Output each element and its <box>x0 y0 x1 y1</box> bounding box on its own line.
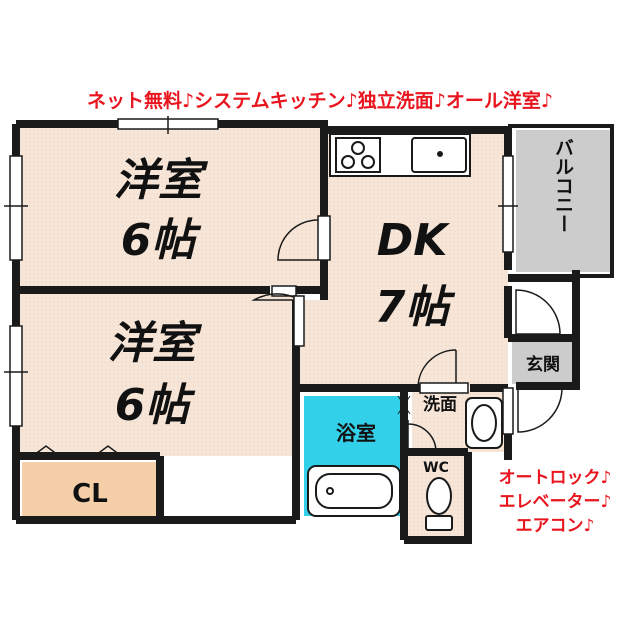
kitchen-counter <box>329 133 471 177</box>
balcony-floor <box>516 130 610 272</box>
bath-label: 浴室 <box>336 421 376 445</box>
stove-burner-icon <box>361 155 375 169</box>
dk-lower-floor <box>300 300 508 386</box>
stove-burner-icon <box>351 141 365 155</box>
toilet-icon <box>425 477 453 531</box>
western-room-2-floor <box>20 294 300 456</box>
washroom-label: 洗面 <box>423 394 457 415</box>
western-room-1-size: 6帖 <box>121 215 203 266</box>
bathtub-icon <box>307 465 401 517</box>
windows <box>4 116 518 427</box>
amenities-list: オートロック♪ エレベーター♪ エアコン♪ <box>470 466 640 538</box>
toilet-label: WC <box>423 460 449 476</box>
stove-burner-icon <box>341 155 355 169</box>
western-room-1-floor <box>20 128 320 286</box>
dk-size: 7帖 <box>375 282 457 333</box>
feature-banner: ネット無料♪システムキッチン♪独立洗面♪オール洋室♪ <box>87 90 553 112</box>
balcony-rail <box>508 124 614 278</box>
closet-floor <box>22 462 156 516</box>
amenity-elevator: エレベーター♪ <box>498 492 612 512</box>
amenity-auto-lock: オートロック♪ <box>498 468 612 488</box>
dk-name: DK <box>377 215 451 266</box>
entrance-floor <box>512 340 572 384</box>
closet-label: CL <box>72 479 108 509</box>
western-room-1-name: 洋室 <box>114 155 209 206</box>
western-room-2-size: 6帖 <box>115 380 197 431</box>
closet-doors <box>26 445 154 459</box>
amenity-air-conditioner: エアコン♪ <box>515 516 595 536</box>
wash-basin-icon <box>465 397 503 449</box>
entrance-label: 玄関 <box>526 354 560 375</box>
western-room-2-name: 洋室 <box>108 318 203 369</box>
balcony-label: バルコニー <box>552 138 574 233</box>
